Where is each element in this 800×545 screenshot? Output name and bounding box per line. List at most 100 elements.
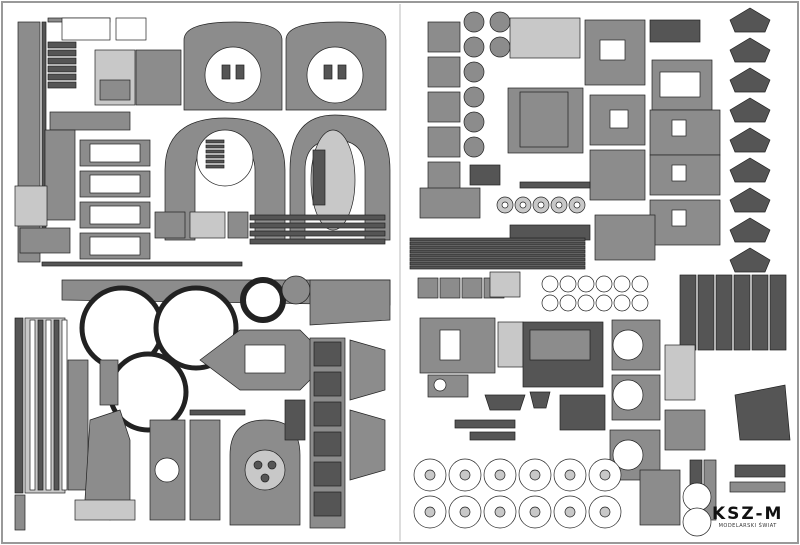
part-rect <box>47 81 77 89</box>
part-shape <box>729 7 771 33</box>
part-circle <box>564 506 576 518</box>
part-rect <box>67 359 89 491</box>
part-rect <box>519 91 569 148</box>
part-rect <box>594 214 656 261</box>
part-rect <box>671 119 687 137</box>
part-circle <box>494 506 506 518</box>
part-circle <box>682 482 712 512</box>
part-circle <box>599 469 611 481</box>
part-circle <box>541 275 559 293</box>
part-circle <box>424 469 436 481</box>
part-rect <box>454 419 516 429</box>
part-rect <box>19 227 71 254</box>
part-rect <box>409 241 586 246</box>
part-rect <box>715 274 733 351</box>
part-shape <box>729 187 771 213</box>
part-rect <box>47 57 77 65</box>
part-circle <box>489 11 511 33</box>
part-rect <box>47 73 77 81</box>
part-rect <box>427 126 461 158</box>
part-circle <box>595 294 613 312</box>
part-rect <box>189 409 246 416</box>
part-rect <box>313 401 342 427</box>
part-rect <box>409 237 586 242</box>
part-shape <box>349 409 386 481</box>
part-circle <box>613 275 631 293</box>
part-rect <box>47 41 77 49</box>
part-rect <box>135 49 182 106</box>
part-rect <box>61 17 111 41</box>
part-rect <box>189 211 226 239</box>
part-circle <box>463 111 485 133</box>
part-rect <box>697 274 715 351</box>
part-rect <box>89 236 141 256</box>
part-rect <box>41 261 243 267</box>
part-circle <box>599 506 611 518</box>
part-circle <box>529 506 541 518</box>
part-rect <box>205 159 225 164</box>
part-rect <box>312 149 326 206</box>
part-rect <box>609 109 629 129</box>
part-rect <box>47 49 77 57</box>
part-rect <box>409 253 586 258</box>
part-circle <box>267 460 277 470</box>
part-shape <box>484 394 526 411</box>
part-rect <box>409 245 586 250</box>
part-rect <box>589 149 646 201</box>
part-circle <box>463 86 485 108</box>
part-rect <box>47 65 77 73</box>
part-rect <box>189 419 221 521</box>
part-rect <box>409 265 586 270</box>
part-rect <box>53 319 60 491</box>
part-shape <box>729 37 771 63</box>
part-rect <box>469 431 516 441</box>
part-rect <box>427 21 461 53</box>
part-circle <box>501 201 509 209</box>
part-rect <box>74 499 136 521</box>
part-circle <box>537 201 545 209</box>
part-rect <box>439 277 461 299</box>
part-rect <box>529 329 591 361</box>
part-rect <box>205 144 225 149</box>
part-rect <box>409 261 586 266</box>
part-rect <box>313 461 342 487</box>
part-rect <box>751 274 769 351</box>
part-rect <box>599 39 626 61</box>
part-rect <box>409 257 586 262</box>
part-rect <box>29 319 36 491</box>
part-circle <box>240 277 286 323</box>
part-circle <box>154 457 180 483</box>
part-rect <box>14 185 48 227</box>
part-circle <box>306 46 364 104</box>
part-shape <box>729 217 771 243</box>
part-rect <box>497 321 524 368</box>
part-circle <box>577 294 595 312</box>
part-rect <box>221 64 231 80</box>
part-rect <box>205 139 225 144</box>
part-rect <box>205 149 225 154</box>
part-circle <box>463 36 485 58</box>
part-circle <box>529 469 541 481</box>
part-circle <box>253 460 263 470</box>
part-circle <box>559 294 577 312</box>
part-rect <box>427 161 461 193</box>
part-rect <box>89 174 141 194</box>
part-rect <box>49 111 131 131</box>
part-rect <box>37 319 44 491</box>
part-shape <box>309 279 391 326</box>
part-rect <box>639 469 681 526</box>
part-circle <box>559 275 577 293</box>
part-rect <box>89 205 141 225</box>
part-rect <box>249 222 386 229</box>
part-circle <box>281 275 311 305</box>
part-circle <box>196 129 254 187</box>
part-circle <box>564 469 576 481</box>
logo-subtitle: MODELARSKI ŚWIAT <box>718 523 777 529</box>
part-rect <box>489 271 521 298</box>
part-rect <box>427 56 461 88</box>
part-circle <box>631 275 649 293</box>
part-shape <box>729 247 771 273</box>
part-circle <box>424 506 436 518</box>
